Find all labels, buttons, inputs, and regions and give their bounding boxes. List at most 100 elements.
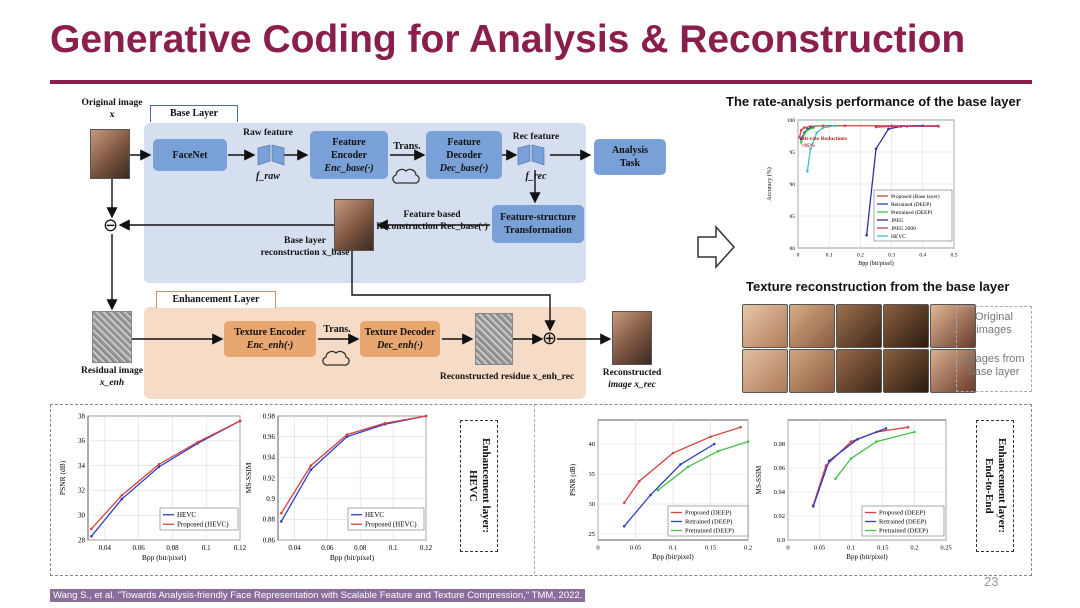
x-tick-label: 0.08 (166, 544, 179, 552)
series-line (812, 427, 887, 507)
series-line (657, 440, 749, 491)
analysis-task-line1: Analysis (611, 145, 649, 156)
y-tick-label: 0.94 (263, 454, 276, 462)
data-point (799, 128, 803, 132)
data-point (622, 524, 626, 528)
y-tick-label: 0.98 (263, 412, 276, 420)
x-tick-label: 0.1 (847, 545, 855, 552)
y-tick-label: 85 (790, 214, 796, 220)
x-tick-label: 0.3 (888, 253, 895, 259)
data-point (834, 477, 837, 481)
residual-line2: x_enh (99, 378, 125, 388)
data-point (238, 419, 242, 423)
feature-encoder-line1: Feature (332, 136, 366, 148)
x-axis-label: Bpp (bit/pixel) (652, 553, 694, 561)
feature-based-reconstruction-label: Feature based Reconstruction Rec_base(·) (370, 209, 494, 233)
data-point (821, 126, 825, 129)
data-point (709, 435, 712, 439)
data-point (196, 440, 200, 444)
reconstructed-residue-thumbnail (475, 313, 513, 365)
original-image-thumbnail (90, 129, 130, 179)
series-line (834, 431, 915, 480)
legend-label: HEVC (891, 234, 906, 240)
texture-encoder-line2: Enc_enh(·) (246, 340, 294, 351)
data-point (875, 440, 878, 443)
legend-box (347, 507, 425, 531)
base-layer-reconstruction-label: Base layer reconstruction x_base (258, 235, 352, 259)
base-layer-reconstruction-thumbnail (334, 199, 374, 251)
y-axis-label: PSNR (dB) (569, 463, 577, 496)
data-point (937, 125, 940, 128)
legend-label: Proposed (HEVC) (365, 521, 417, 529)
bottom-results-container (50, 404, 1032, 576)
legend-label: Proposed (HEVC) (177, 521, 229, 529)
face-original-1 (742, 304, 788, 348)
face-base-4 (883, 349, 929, 393)
y-tick-label: 38 (78, 412, 86, 420)
data-point (739, 425, 742, 429)
original-images-label: Original images (957, 311, 1031, 337)
y-tick-label: 0.92 (263, 474, 276, 482)
face-grid (742, 304, 976, 393)
x-tick-label: 0 (786, 545, 789, 552)
data-point (309, 468, 313, 472)
trans-label-base: Trans. (393, 141, 421, 152)
data-point (424, 414, 428, 418)
feature-decoder-line2: Decoder (446, 149, 482, 161)
data-point (746, 440, 750, 443)
x-tick-label: 0.1 (202, 544, 211, 552)
reconstructed-line1: Reconstructed (602, 368, 662, 378)
data-point (913, 430, 916, 434)
citation: Wang S., et al. "Towards Analysis-friend… (50, 589, 586, 602)
data-point (622, 501, 626, 505)
data-point (812, 126, 815, 129)
data-point (120, 494, 124, 497)
y-tick-label: 0.96 (263, 433, 276, 441)
hevc-label-line1: Enhancement layer: (480, 438, 492, 534)
y-tick-label: 30 (589, 501, 596, 508)
data-point (834, 124, 837, 128)
legend-label: Proposed (Base layer) (891, 193, 940, 200)
data-point (815, 131, 819, 135)
face-base-1 (742, 349, 788, 393)
feature-based-line2: Reconstruction Rec_base(·) (376, 222, 488, 232)
f-raw-label: f_raw (256, 171, 280, 182)
legend-label: JPEG (891, 218, 904, 224)
y-tick-label: 80 (790, 246, 796, 252)
data-point (309, 464, 313, 467)
x-axis-label: Bpp (bit/pixel) (846, 553, 888, 561)
y-axis-label: Accuracy (%) (766, 167, 773, 200)
x-tick-label: 0.12 (420, 544, 433, 552)
data-point (90, 534, 93, 538)
data-point (890, 125, 893, 128)
series-line (875, 125, 939, 128)
data-point (809, 125, 812, 128)
data-point (849, 440, 853, 443)
data-point (884, 427, 888, 430)
data-point (120, 497, 124, 501)
trans-label-enh: Trans. (323, 324, 351, 335)
legend-label: Proposed (DEEP) (685, 510, 731, 517)
x-tick-label: 0.25 (940, 545, 951, 552)
y-axis-label: MS-SSIM (755, 465, 763, 495)
data-point (656, 488, 660, 492)
base-layer-title: Base Layer (150, 105, 238, 122)
title-divider (50, 80, 1032, 84)
data-point (806, 128, 809, 132)
y-tick-label: 32 (78, 487, 86, 495)
data-point (345, 433, 349, 436)
data-point (849, 457, 853, 460)
base-images-line2: base layer (968, 366, 1020, 378)
bottom-divider (534, 404, 535, 574)
data-point (821, 124, 825, 128)
right-arrow-icon (697, 225, 736, 269)
data-point (157, 465, 161, 469)
legend-label: Proposed (DEEP) (879, 510, 925, 517)
x-tick-label: 0.2 (910, 545, 918, 552)
data-point (157, 463, 161, 466)
e2e-enhancement-label: Enhancement layer: End-to-End (982, 438, 1008, 533)
hevc-enhancement-label: Enhancement layer: HEVC (466, 438, 492, 533)
series-line (800, 126, 814, 140)
x-tick-label: 0.05 (630, 545, 641, 552)
x-tick-label: 0.2 (744, 545, 752, 552)
